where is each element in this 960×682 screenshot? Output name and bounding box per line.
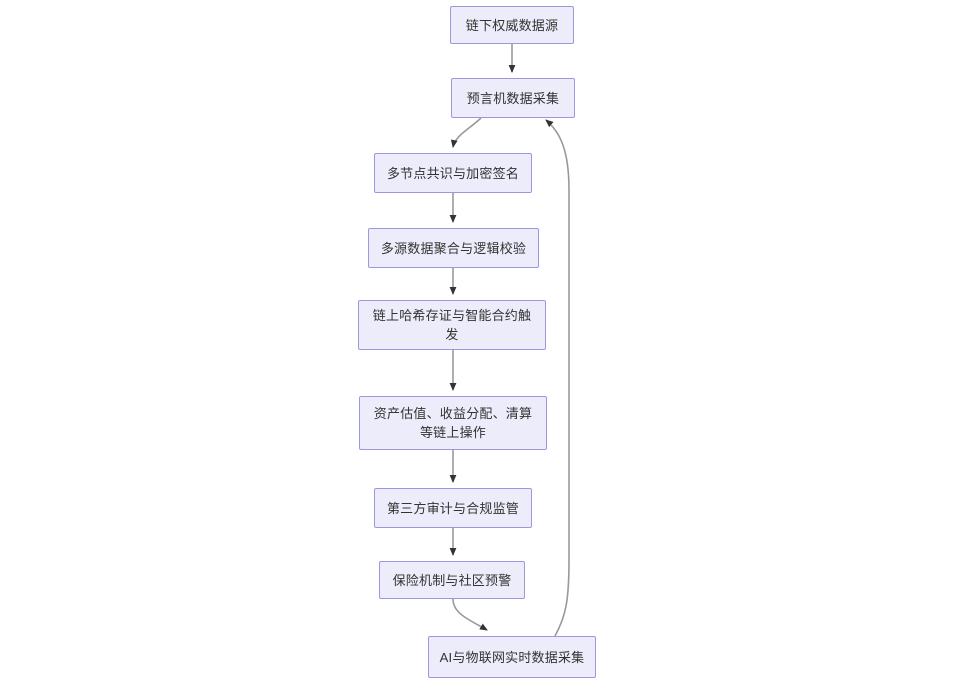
node-oracle-data-collection[interactable]: 预言机数据采集	[451, 78, 575, 118]
edge-n9-n2-feedback	[545, 119, 570, 637]
node-multinode-consensus-encrypted-signature[interactable]: 多节点共识与加密签名	[374, 153, 532, 193]
node-ai-iot-realtime-data-collection[interactable]: AI与物联网实时数据采集	[428, 636, 596, 678]
node-multisource-aggregation-logic-validation[interactable]: 多源数据聚合与逻辑校验	[368, 228, 539, 268]
node-asset-valuation-yield-distribution-settlement[interactable]: 资产估值、收益分配、清算 等链上操作	[359, 396, 547, 450]
edge-n2-n3	[450, 117, 482, 148]
node-offchain-authoritative-data-source[interactable]: 链下权威数据源	[450, 6, 574, 44]
edge-n8-n9	[452, 598, 488, 631]
node-third-party-audit-compliance-supervision[interactable]: 第三方审计与合规监管	[374, 488, 532, 528]
node-onchain-hash-attestation-smart-contract-trigger[interactable]: 链上哈希存证与智能合约触 发	[358, 300, 546, 350]
node-insurance-mechanism-community-alert[interactable]: 保险机制与社区预警	[379, 561, 525, 599]
